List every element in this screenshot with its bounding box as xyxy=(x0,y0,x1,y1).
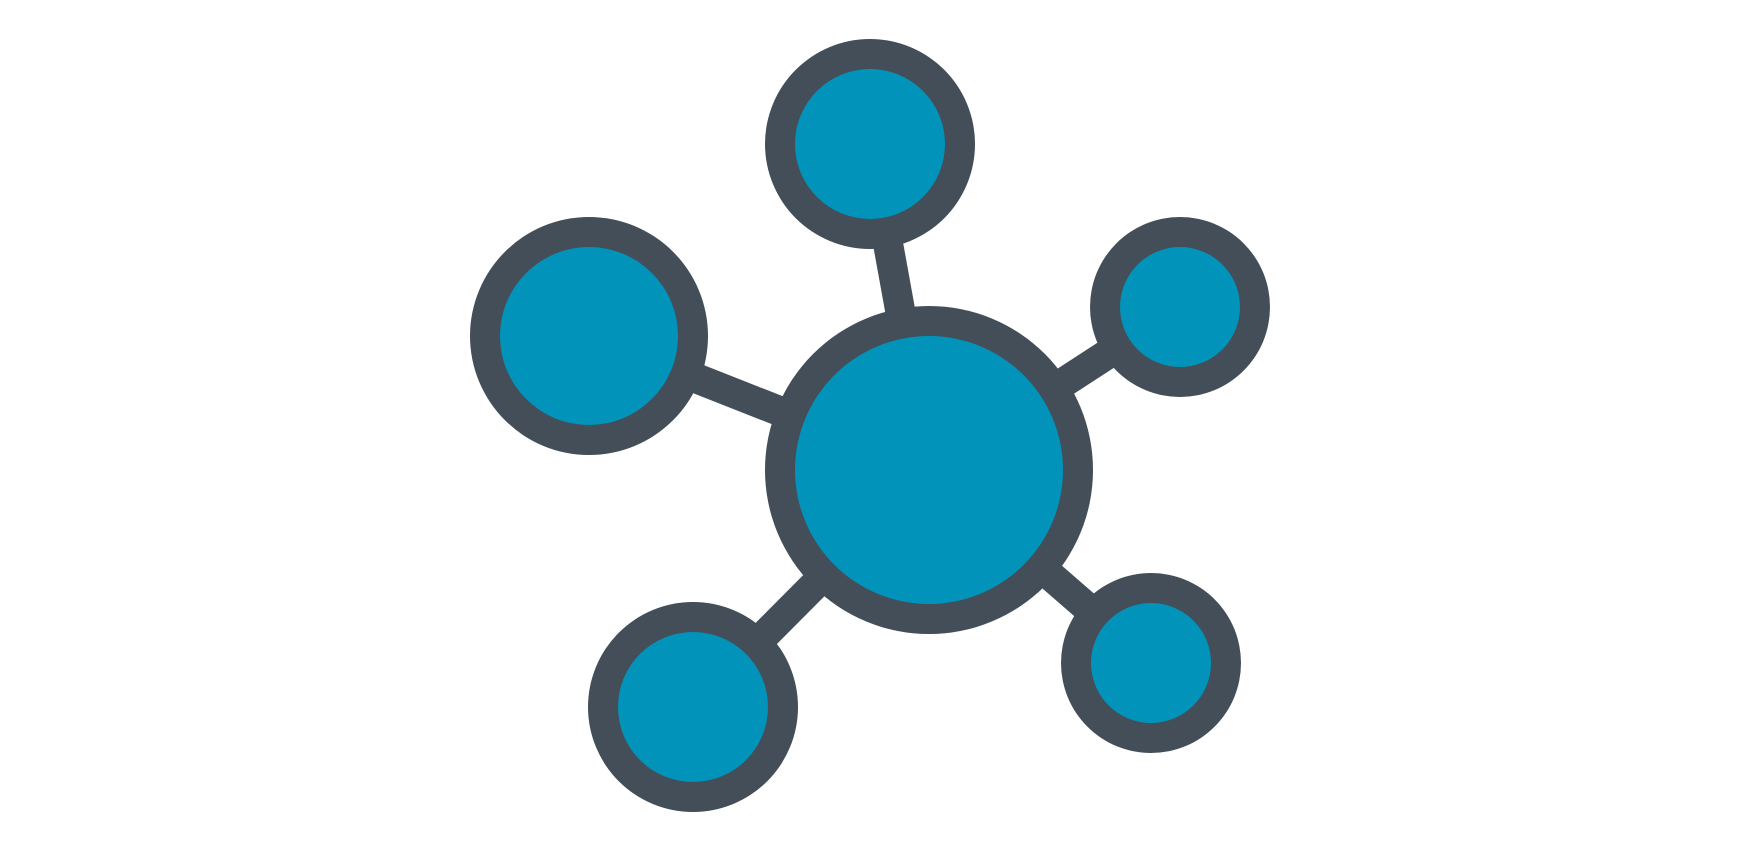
node-fill xyxy=(1120,247,1240,367)
node-fill xyxy=(500,247,678,425)
satellite-node-upper-left xyxy=(470,217,708,455)
satellite-node-lower-left xyxy=(588,602,798,812)
satellite-node-lower-right xyxy=(1061,573,1241,753)
node-fill xyxy=(795,69,945,219)
hub-node-hub xyxy=(765,306,1093,634)
satellite-node-top xyxy=(765,39,975,249)
nodes xyxy=(470,39,1270,812)
node-fill xyxy=(618,632,768,782)
node-fill xyxy=(795,336,1063,604)
satellite-node-upper-right xyxy=(1090,217,1270,397)
node-fill xyxy=(1091,603,1211,723)
